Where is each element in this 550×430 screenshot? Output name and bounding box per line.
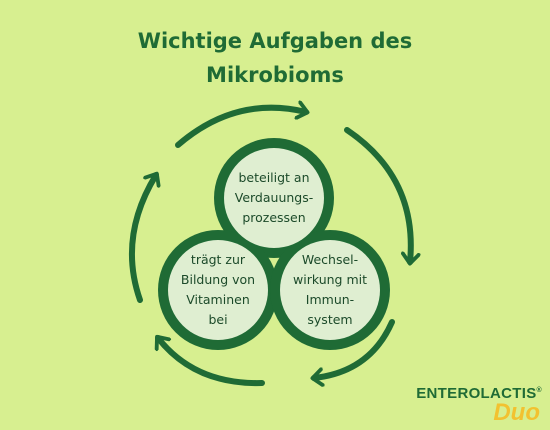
cycle-arrow-bottom — [314, 319, 395, 378]
circle-top — [224, 148, 324, 248]
cycle-arrow-left — [129, 175, 156, 303]
node-top-line-2: Verdauungs- — [234, 190, 314, 205]
node-top-line-3: prozessen — [242, 210, 306, 225]
node-right-line-4: system — [307, 312, 353, 327]
title-line-2: Mikrobioms — [206, 63, 344, 87]
node-left-line-3: Vitaminen — [186, 292, 250, 307]
cycle-arrow-right — [344, 127, 411, 262]
node-right-line-1: Wechsel- — [301, 252, 359, 267]
node-left-line-2: Bildung von — [180, 272, 256, 287]
node-right-line-3: Immun- — [305, 292, 355, 307]
brand-name: ENTEROLACTIS® — [416, 383, 542, 402]
node-right-text: Wechsel- wirkung mit Immun- system — [275, 250, 385, 330]
node-top-text: beteiligt an Verdauungs- prozessen — [219, 168, 329, 228]
circle-left — [168, 240, 268, 340]
title-line-1: Wichtige Aufgaben des — [137, 29, 413, 53]
node-left-line-1: trägt zur — [190, 252, 246, 267]
brand-name-text: ENTEROLACTIS — [416, 385, 537, 402]
registered-mark: ® — [536, 387, 542, 394]
node-left-text: trägt zur Bildung von Vitaminen bei — [163, 250, 273, 330]
brand-sub: Duo — [493, 399, 540, 426]
brand-logo: ENTEROLACTIS® Duo — [416, 383, 542, 426]
cycle-arrow-bottom-left — [158, 338, 265, 387]
node-top-line-1: beteiligt an — [238, 170, 310, 185]
node-right-line-2: wirkung mit — [293, 272, 367, 287]
circle-right — [280, 240, 380, 340]
node-left-line-4: bei — [208, 312, 228, 327]
page-title: Wichtige Aufgaben des Mikrobioms — [0, 24, 550, 92]
cycle-arrow-top — [175, 108, 306, 148]
